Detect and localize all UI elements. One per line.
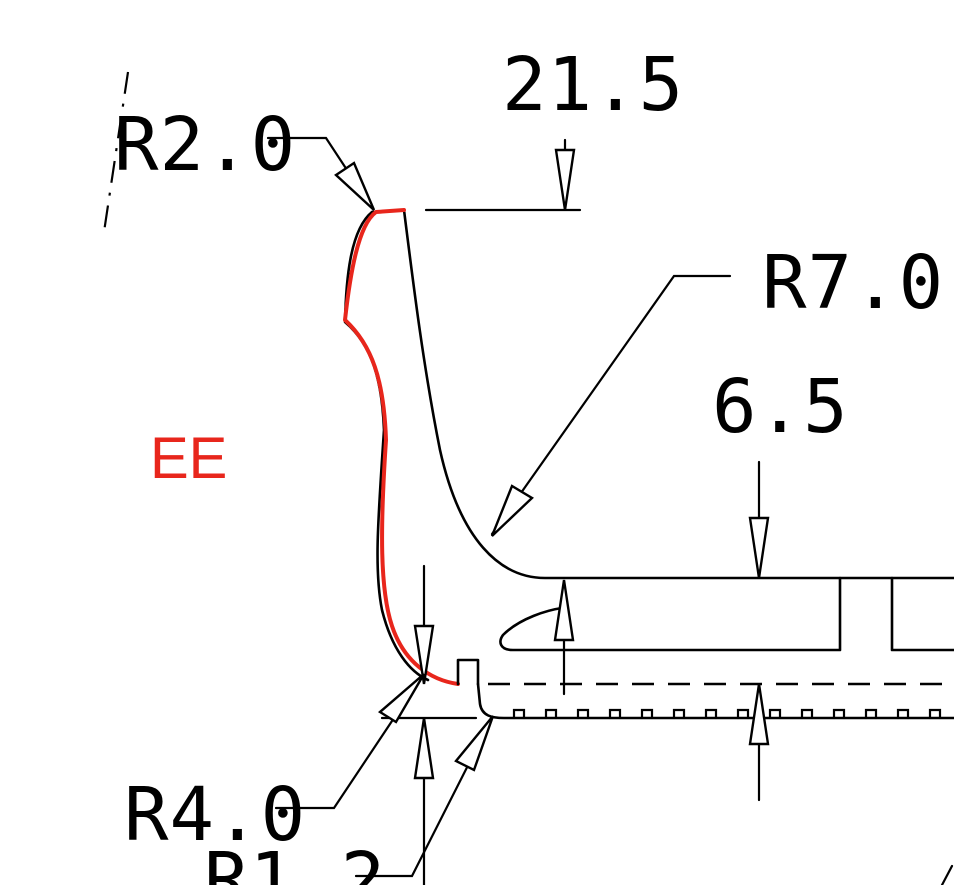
serration-tooth xyxy=(928,708,942,720)
serration-tooth xyxy=(544,708,558,720)
arrow-21-5 xyxy=(554,148,576,211)
profile-outline xyxy=(370,208,954,580)
serration-tooth xyxy=(704,708,718,720)
serration-tooth xyxy=(736,708,750,720)
arrow-r1-2 xyxy=(454,715,495,772)
dim-label-6-5: 6.5 xyxy=(712,364,849,450)
leader-r7-0 xyxy=(490,274,732,536)
lower-flange xyxy=(476,682,954,720)
serration-tooth xyxy=(864,708,878,720)
dim-label-r1-2: R1.2 xyxy=(204,837,386,885)
highlighted-edge xyxy=(343,208,460,686)
partial-line xyxy=(940,864,954,885)
serration-tooth xyxy=(512,708,526,720)
serration-tooth xyxy=(896,708,910,720)
serration-tooth xyxy=(640,708,654,720)
serration-tooth xyxy=(608,708,622,720)
arrow-6-5-bottom xyxy=(748,683,770,746)
dim-label-21-5: 21.5 xyxy=(502,42,684,128)
step-feature xyxy=(456,658,480,686)
serration-tooth xyxy=(576,708,590,720)
arrow-r4-0 xyxy=(377,673,426,724)
arrow-6-5-top xyxy=(748,516,770,579)
arrow-r7-0 xyxy=(490,484,534,537)
groove-outline xyxy=(499,576,842,652)
arrow-r2-0 xyxy=(334,161,376,211)
arrow-flange xyxy=(553,579,575,642)
dim-label-r2-0: R2.0 xyxy=(114,102,296,188)
rib-outline xyxy=(890,576,954,652)
serration-teeth xyxy=(512,708,942,720)
arrow-left-bottom xyxy=(413,717,435,780)
serration-tooth xyxy=(832,708,846,720)
serration-tooth xyxy=(768,708,782,720)
serration-tooth xyxy=(672,708,686,720)
dim-label-r7-0: R7.0 xyxy=(762,240,944,326)
serration-tooth xyxy=(800,708,814,720)
highlight-label: EE xyxy=(150,426,227,491)
dim-label-r4-0: R4.0 xyxy=(124,772,306,858)
arrow-left-top xyxy=(413,624,435,685)
leader-r1-2 xyxy=(354,716,494,878)
